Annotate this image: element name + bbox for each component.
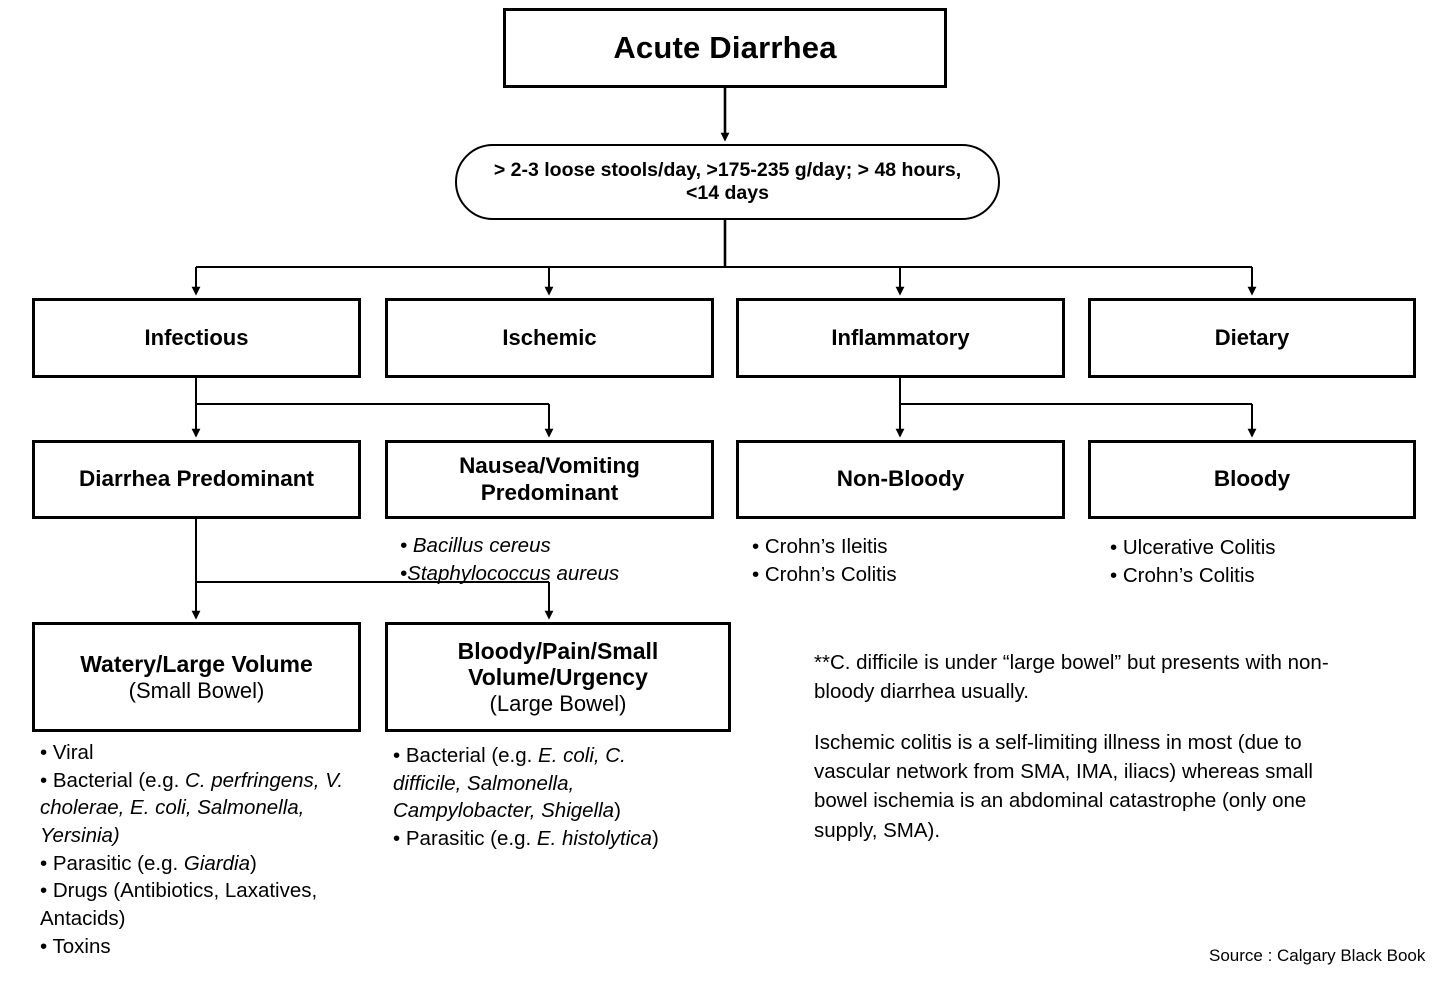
bullets-bloody: • Ulcerative Colitis • Crohn’s Colitis bbox=[1110, 534, 1410, 589]
node-ischemic-label: Ischemic bbox=[502, 325, 597, 351]
node-infectious[interactable]: Infectious bbox=[32, 298, 361, 378]
node-non-bloody-label: Non-Bloody bbox=[836, 466, 965, 492]
node-nausea-vomiting-line1: Nausea/Vomiting bbox=[459, 453, 640, 479]
list-item: • Drugs (Antibiotics, Laxatives, Antacid… bbox=[40, 879, 318, 931]
node-dietary-label: Dietary bbox=[1214, 325, 1290, 351]
list-item: • Toxins bbox=[40, 934, 111, 958]
list-item: • Parasitic (e.g. E. histolytica) bbox=[393, 827, 659, 851]
note-c-difficile: **C. difficile is under “large bowel” bu… bbox=[814, 651, 1329, 704]
source-label: Source : Calgary Black Book bbox=[1209, 946, 1426, 965]
node-inflammatory-label: Inflammatory bbox=[831, 325, 970, 351]
node-bloody[interactable]: Bloody bbox=[1088, 440, 1416, 519]
node-bloodypain-line1: Bloody/Pain/Small bbox=[457, 637, 659, 664]
node-infectious-label: Infectious bbox=[144, 325, 249, 351]
node-acute-diarrhea[interactable]: Acute Diarrhea bbox=[503, 8, 947, 88]
list-item: • Bacillus cereus bbox=[400, 534, 551, 557]
node-bloody-label: Bloody bbox=[1213, 466, 1291, 492]
node-diarrhea-predominant[interactable]: Diarrhea Predominant bbox=[32, 440, 361, 519]
node-bloodypain-line2: Volume/Urgency bbox=[468, 664, 648, 691]
list-item: • Crohn’s Colitis bbox=[752, 562, 897, 586]
node-bloodypain-line3: (Large Bowel) bbox=[489, 690, 627, 716]
list-item: • Bacterial (e.g. C. perfringens, V. cho… bbox=[40, 768, 344, 848]
note-ischemic-colitis: Ischemic colitis is a self-limiting illn… bbox=[814, 731, 1313, 842]
node-non-bloody[interactable]: Non-Bloody bbox=[736, 440, 1065, 519]
node-acute-diarrhea-label: Acute Diarrhea bbox=[613, 30, 837, 66]
bullets-small-bowel: • Viral • Bacterial (e.g. C. perfringens… bbox=[40, 739, 365, 960]
note-spacer bbox=[814, 706, 1334, 728]
node-watery-line1: Watery/Large Volume bbox=[80, 650, 313, 677]
node-criteria[interactable]: > 2-3 loose stools/day, >175-235 g/day; … bbox=[455, 144, 1000, 220]
node-watery-line2: (Small Bowel) bbox=[128, 677, 265, 703]
list-item: • Viral bbox=[40, 741, 94, 764]
bullets-non-bloody: • Crohn’s Ileitis • Crohn’s Colitis bbox=[752, 533, 1052, 588]
source-attribution: Source : Calgary Black Book bbox=[1209, 946, 1425, 966]
node-diarrhea-predominant-label: Diarrhea Predominant bbox=[78, 466, 315, 492]
node-nausea-vomiting-predominant[interactable]: Nausea/Vomiting Predominant bbox=[385, 440, 714, 519]
node-dietary[interactable]: Dietary bbox=[1088, 298, 1416, 378]
node-ischemic[interactable]: Ischemic bbox=[385, 298, 714, 378]
bullets-nausea-vomiting: • Bacillus cereus •Staphylococcus aureus bbox=[400, 532, 720, 587]
list-item: • Ulcerative Colitis bbox=[1110, 536, 1276, 559]
node-inflammatory[interactable]: Inflammatory bbox=[736, 298, 1065, 378]
list-item: • Crohn’s Colitis bbox=[1110, 563, 1255, 587]
node-criteria-label: > 2-3 loose stools/day, >175-235 g/day; … bbox=[493, 159, 962, 204]
node-watery-large-volume[interactable]: Watery/Large Volume (Small Bowel) bbox=[32, 622, 361, 732]
node-bloody-pain-small-volume[interactable]: Bloody/Pain/Small Volume/Urgency (Large … bbox=[385, 622, 731, 732]
list-item: • Crohn’s Ileitis bbox=[752, 535, 888, 558]
list-item: •Staphylococcus aureus bbox=[400, 561, 620, 585]
note-block: **C. difficile is under “large bowel” bu… bbox=[814, 648, 1334, 845]
bullets-large-bowel: • Bacterial (e.g. E. coli, C. difficile,… bbox=[393, 742, 693, 853]
list-item: • Bacterial (e.g. E. coli, C. difficile,… bbox=[393, 744, 626, 823]
node-nausea-vomiting-line2: Predominant bbox=[480, 479, 619, 505]
list-item: • Parasitic (e.g. Giardia) bbox=[40, 851, 257, 875]
